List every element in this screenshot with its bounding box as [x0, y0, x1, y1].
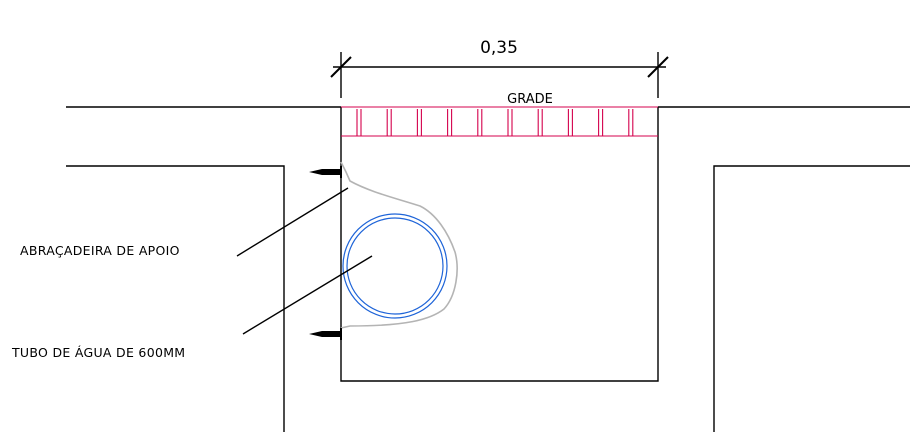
dimension-line [330, 52, 669, 98]
leader-water-pipe [242, 255, 373, 335]
grate-label: GRADE [507, 92, 553, 107]
anchor-bolt-top [309, 166, 342, 178]
channel-box [340, 107, 659, 382]
right-wall-outline [713, 165, 910, 432]
dimension-tick-left [330, 56, 352, 78]
water-pipe [342, 213, 448, 319]
dimension-tick-right [647, 56, 669, 78]
anchor-bolt-bottom [309, 328, 342, 340]
leader-support-clamp [236, 187, 349, 257]
dimension-value: 0,35 [480, 38, 518, 58]
support-clamp [340, 161, 458, 329]
water-pipe-label: TUBO DE ÁGUA DE 600MM [11, 345, 185, 360]
left-wall-outline [66, 165, 285, 432]
grate [341, 106, 658, 137]
support-clamp-label: ABRAÇADEIRA DE APOIO [20, 243, 180, 258]
